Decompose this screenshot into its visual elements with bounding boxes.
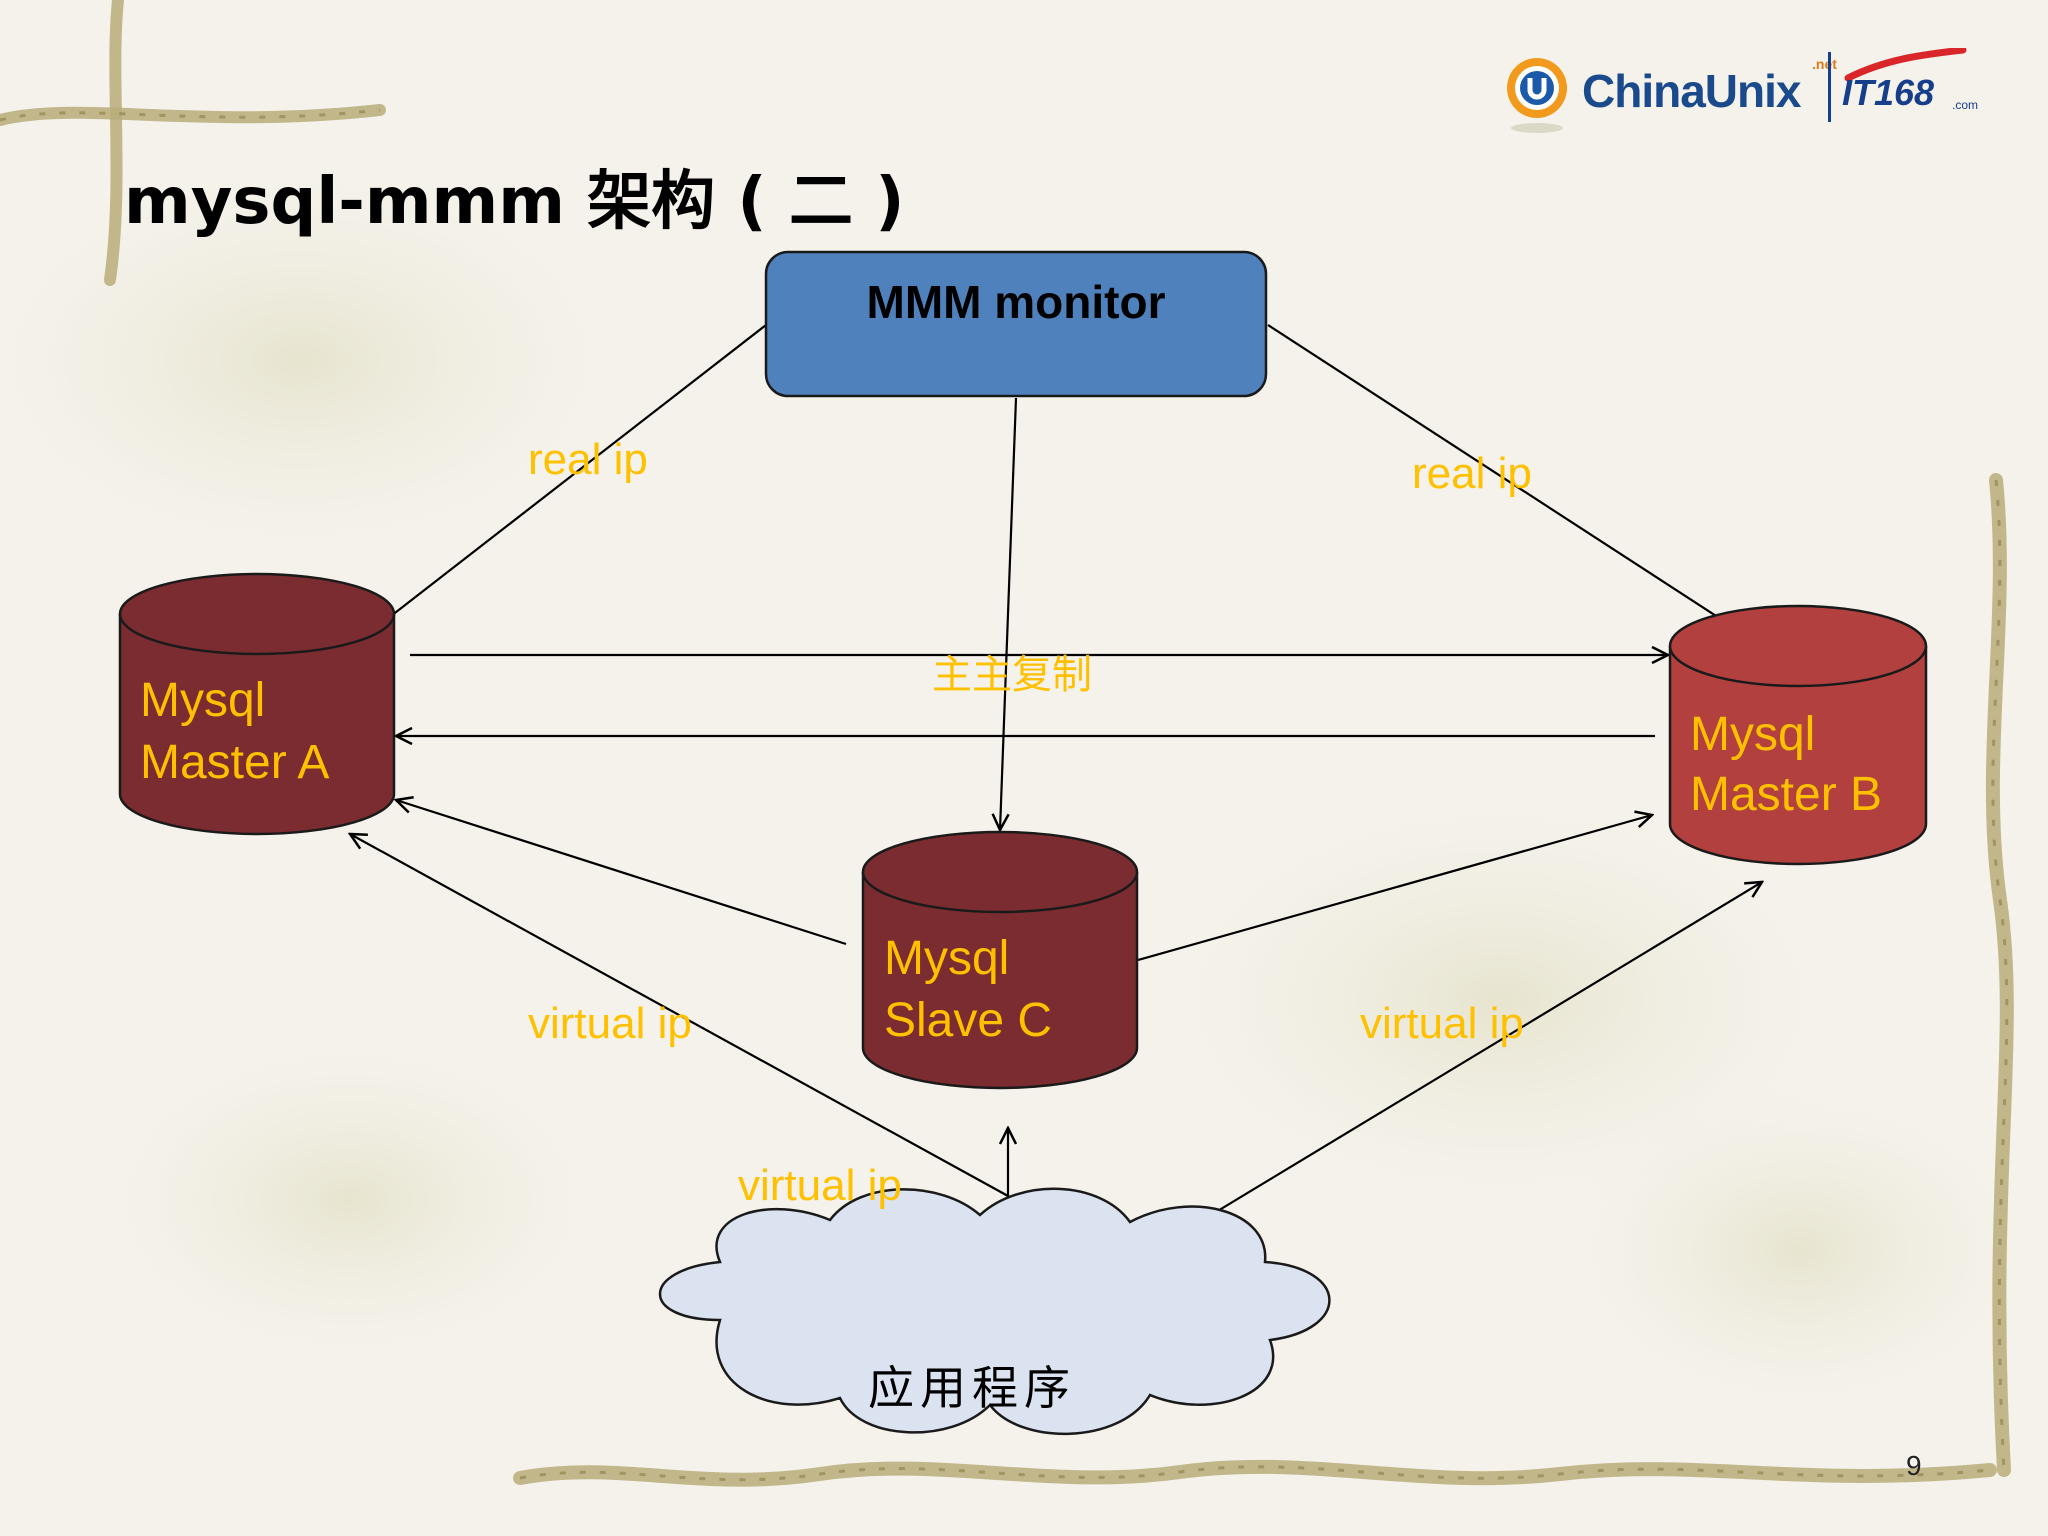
label-real-ip-right: real ip <box>1412 449 1532 498</box>
application-cloud-node: 应用程序 <box>659 1187 1331 1436</box>
edge-monitor-master-a <box>359 324 767 641</box>
edge-monitor-slave-c <box>1000 397 1018 830</box>
edge-app-to-master-a <box>350 834 1129 1263</box>
edge-monitor-master-b <box>1267 324 1751 639</box>
label-virtual-ip-right: virtual ip <box>1360 999 1524 1048</box>
edge-labels: real ip real ip 主主复制 virtual ip virtual … <box>528 435 1532 1210</box>
edge-app-to-master-b <box>1129 882 1762 1265</box>
it168-wordmark: IT168 <box>1842 72 1935 113</box>
slave-c-label-line1: Mysql <box>884 932 1009 985</box>
slave-c-node: Mysql Slave C <box>861 830 1139 1090</box>
master-b-label-line1: Mysql <box>1690 708 1815 761</box>
page-title: mysql-mmm 架构 ( 二 ) <box>124 165 905 239</box>
label-replication: 主主复制 <box>932 652 1092 698</box>
slave-c-label-line2: Slave C <box>884 994 1052 1047</box>
chinaunix-wordmark: ChinaUnix <box>1582 65 1801 117</box>
master-a-label-line1: Mysql <box>140 674 265 727</box>
label-virtual-ip-left: virtual ip <box>528 999 692 1048</box>
it168-swoosh-icon <box>1844 48 1967 82</box>
chinaunix-logo-icon <box>1507 58 1567 133</box>
brand-logo: ChinaUnix .net IT168 .com <box>1502 46 2002 136</box>
logo-divider <box>1828 52 1831 122</box>
it168-suffix: .com <box>1952 98 1979 112</box>
label-real-ip-left: real ip <box>528 435 648 484</box>
label-virtual-ip-center: virtual ip <box>738 1161 902 1210</box>
master-a-node: Mysql Master A <box>118 572 396 836</box>
mmm-monitor-node: MMM monitor <box>764 250 1268 398</box>
master-b-node: Mysql Master B <box>1668 604 1928 866</box>
app-label: 应用程序 <box>868 1361 1076 1415</box>
master-b-label-line2: Master B <box>1690 768 1882 821</box>
master-a-label-line2: Master A <box>140 736 329 789</box>
page-number: 9 <box>1906 1450 1922 1481</box>
edge-slave-c-to-master-a <box>396 800 847 946</box>
monitor-label: MMM monitor <box>867 276 1166 328</box>
edge-slave-c-to-master-b <box>1137 815 1652 962</box>
connectors <box>350 324 1762 1266</box>
